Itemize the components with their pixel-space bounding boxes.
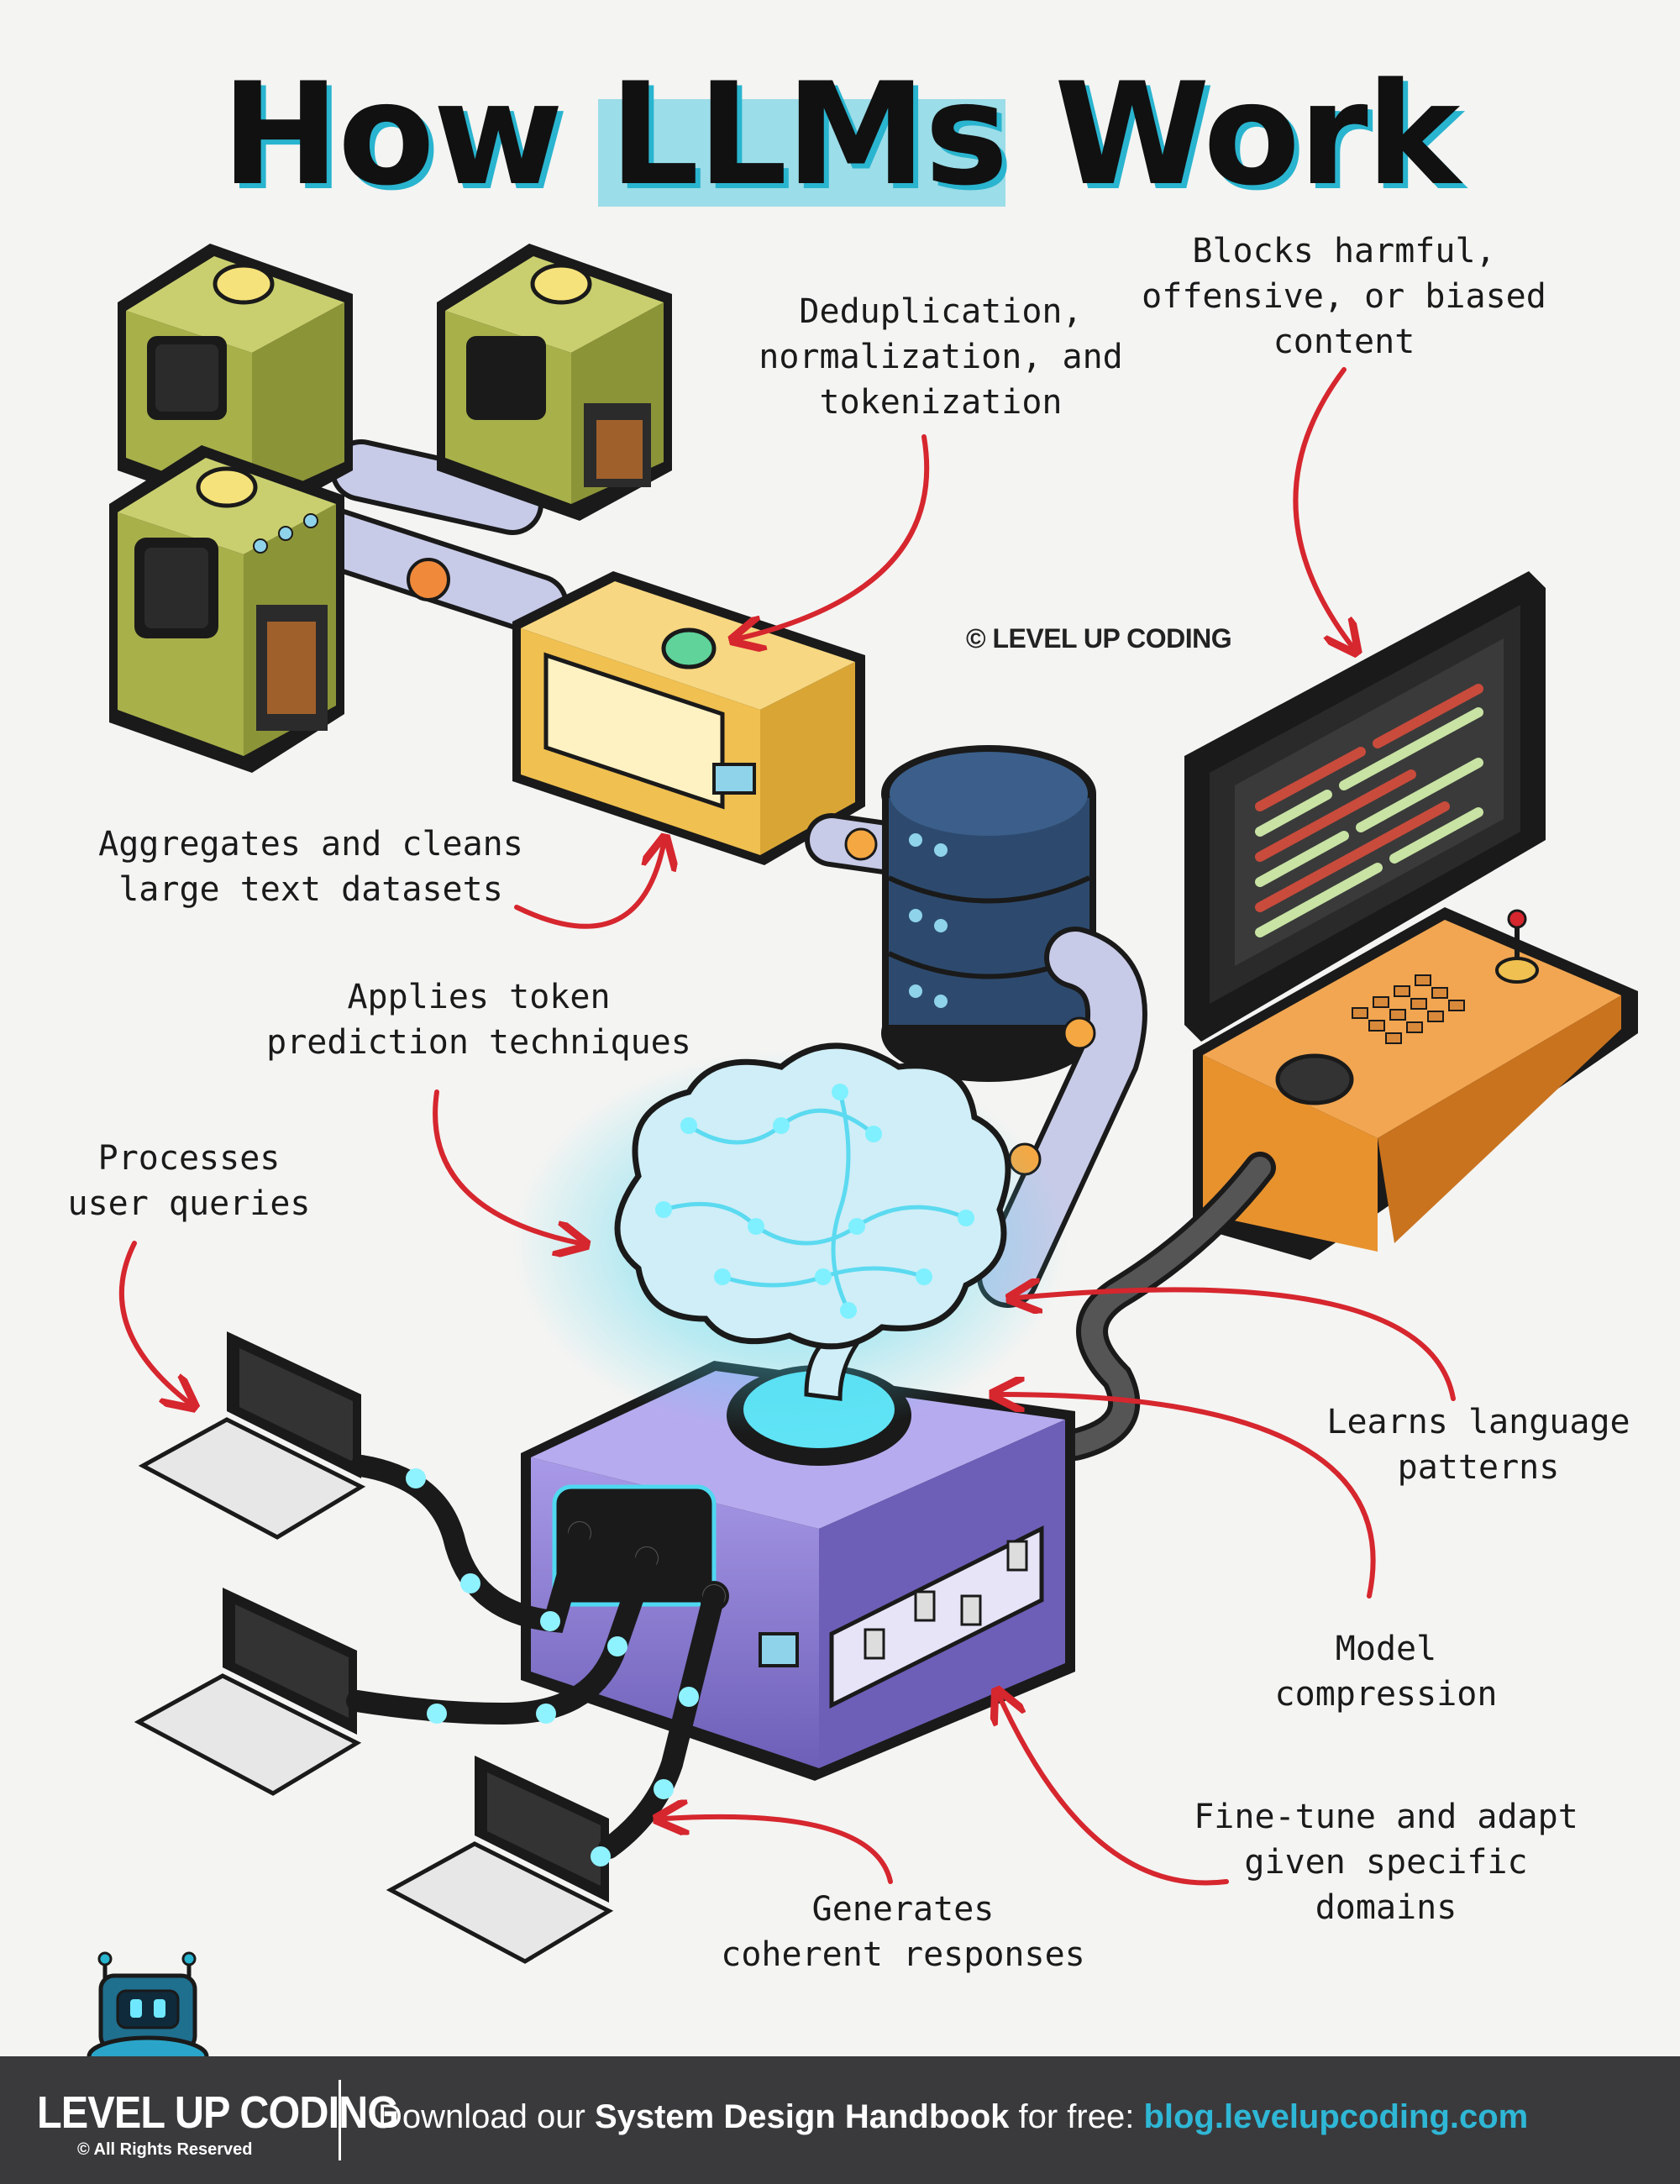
footer-divider	[339, 2080, 341, 2160]
annotation-processes: Processes user queries	[67, 1139, 311, 1223]
annotation-arrows	[118, 367, 1456, 1886]
footer-bar: LEVEL UP CODING © All Rights Reserved Do…	[0, 2056, 1680, 2184]
annotation-applies: Applies token prediction techniques	[266, 978, 691, 1062]
arrow-generates	[664, 1817, 893, 1884]
footer-link[interactable]: blog.levelupcoding.com	[1143, 2098, 1529, 2135]
diagram-art	[87, 244, 1638, 2056]
glowing-cables	[346, 1455, 725, 1866]
annotation-aggregates: Aggregates and cleans large text dataset…	[98, 825, 523, 909]
pipe-processor-to-database	[805, 813, 917, 875]
arrow-processes	[118, 1241, 189, 1403]
footer-cta-prefix: Download our	[378, 2098, 595, 2135]
arrow-blocks	[1293, 367, 1352, 647]
watermark: © LEVEL UP CODING	[966, 623, 1232, 654]
footer-cta-bold: System Design Handbook	[594, 2098, 1010, 2135]
pipe-servers-to-processor	[301, 439, 569, 636]
footer-rights: © All Rights Reserved	[77, 2140, 253, 2159]
annotation-compression: Model compression	[1274, 1630, 1498, 1714]
footer-cta-middle: for free:	[1009, 2098, 1144, 2135]
arrow-aggregates	[514, 844, 664, 929]
laptop-top	[138, 1331, 366, 1540]
database-icon	[881, 745, 1096, 1082]
brain-icon	[512, 1042, 1067, 1436]
footer-cta: Download our System Design Handbook for …	[378, 2098, 1528, 2136]
arrow-compression	[1000, 1394, 1376, 1599]
title-word-how: How	[221, 52, 564, 217]
annotation-generates: Generates coherent responses	[721, 1890, 1085, 1974]
robot-mascot-icon	[87, 1951, 209, 2056]
title-highlight	[598, 99, 1005, 207]
page-title: How LLMs Work	[0, 52, 1680, 217]
annotation-blocks: Blocks harmful, offensive, or biased con…	[1142, 232, 1546, 361]
laptop-bottom	[386, 1756, 614, 1964]
title-word-llms: LLMs	[609, 52, 1008, 217]
server-tower-front	[109, 445, 344, 773]
monitor-icon	[1184, 571, 1546, 1042]
annotation-learns: Learns language patterns	[1326, 1403, 1630, 1487]
arrow-dedup	[739, 434, 930, 638]
laptop-middle	[134, 1588, 362, 1796]
title-block: How LLMs Work	[0, 34, 1680, 217]
arrow-learns	[1016, 1289, 1456, 1401]
footer-brand: LEVEL UP CODING	[37, 2087, 399, 2138]
server-tower-back-right	[437, 244, 672, 521]
title-word-work: Work	[1054, 52, 1460, 217]
annotation-finetune: Fine-tune and adapt given specific domai…	[1194, 1798, 1578, 1927]
server-tower-back-left	[118, 244, 353, 521]
server-tower-icon	[109, 244, 672, 773]
annotation-dedup: Deduplication, normalization, and tokeni…	[759, 292, 1123, 422]
data-processor-icon	[512, 571, 865, 865]
arrow-finetune	[1000, 1697, 1229, 1886]
laptop-icon	[134, 1331, 614, 1964]
arrow-applies	[433, 1089, 580, 1243]
